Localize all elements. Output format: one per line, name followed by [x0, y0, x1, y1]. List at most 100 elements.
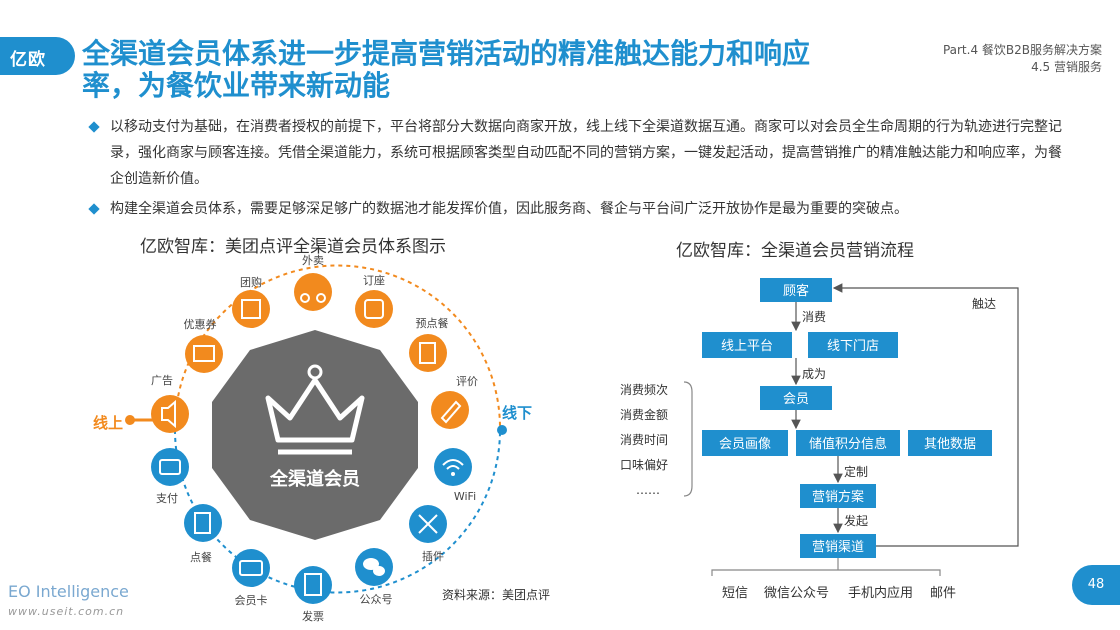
- attribute-item: 消费频次: [620, 383, 668, 397]
- node-wifi: WiFi: [434, 448, 476, 503]
- member-label: 会员: [783, 392, 809, 407]
- page-title: 全渠道会员体系进一步提高营销活动的精准触达能力和响应率，为餐饮业带来新动能: [82, 37, 811, 102]
- online-label: 线上: [93, 414, 123, 432]
- customer-box: [760, 278, 832, 302]
- offline-store-label: 线下门店: [827, 339, 879, 354]
- card-icon: [239, 560, 263, 576]
- other-box: [908, 430, 992, 456]
- node-reserve: 订座: [355, 273, 393, 328]
- section-label: 4.5 营销服务: [1031, 60, 1102, 74]
- phone-icon: [419, 342, 436, 364]
- online-arc: [174, 264, 501, 429]
- node-delivery: 外卖: [294, 254, 332, 311]
- crown-icon: [265, 364, 365, 455]
- node-label: 预点餐: [416, 316, 449, 330]
- bullet-item: 以移动支付为基础，在消费者授权的前提下，平台将部分大数据向商家开放，线上线下全渠…: [88, 114, 1068, 192]
- bullet-list: 以移动支付为基础，在消费者授权的前提下，平台将部分大数据向商家开放，线上线下全渠…: [88, 114, 1068, 222]
- node-plugin: 插件: [409, 505, 447, 563]
- node-payment: 支付: [151, 448, 189, 505]
- bullet-text: 以移动支付为基础，在消费者授权的前提下，平台将部分大数据向商家开放，线上线下全渠…: [110, 119, 1062, 187]
- edit-icon: [440, 400, 462, 424]
- node-label: 支付: [156, 492, 178, 505]
- node-label: 插件: [422, 549, 444, 563]
- page-number: 48: [1072, 565, 1120, 605]
- node-preorder: 预点餐: [409, 316, 449, 372]
- center-polygon: [212, 330, 418, 540]
- points-label: 储值积分信息: [809, 436, 887, 452]
- center-label: 全渠道会员: [269, 468, 360, 490]
- offline-dot: [497, 425, 507, 435]
- section-info: Part.4 餐饮B2B服务解决方案 4.5 营销服务: [943, 42, 1102, 76]
- channel-box: [800, 534, 876, 558]
- node-label: 优惠券: [184, 317, 217, 331]
- channel-label: 营销渠道: [812, 540, 864, 555]
- node-label: 外卖: [302, 254, 324, 267]
- seat-icon: [364, 299, 384, 319]
- brand-label: EO Intelligence: [8, 582, 129, 601]
- node-membercard: 会员卡: [232, 549, 270, 607]
- points-box: [796, 430, 900, 456]
- flow-diagram: 顾客 消费 线上平台 线下门店 成为 会员 消费频次 消费金额 消费时间 口味偏…: [620, 278, 1019, 601]
- define-label: 定制: [844, 464, 868, 479]
- profile-box: [702, 430, 788, 456]
- right-diagram-subtitle: 亿欧智库：全渠道会员营销流程: [676, 241, 914, 261]
- online-platform-box: [702, 332, 792, 358]
- attribute-item: 消费时间: [620, 433, 668, 447]
- become-label: 成为: [802, 367, 826, 381]
- node-label: 订座: [363, 273, 385, 287]
- online-platform-label: 线上平台: [721, 339, 773, 354]
- url-watermark: www.useit.com.cn: [8, 605, 125, 618]
- node-wechat: 公众号: [355, 548, 393, 606]
- reach-loop-arrow: [832, 283, 1019, 547]
- part-label: Part.4 餐饮B2B服务解决方案: [942, 43, 1102, 57]
- launch-label: 发起: [844, 513, 868, 528]
- channel-bracket: [711, 569, 941, 576]
- node-coupon: 优惠券: [184, 317, 223, 373]
- reach-label: 触达: [972, 297, 996, 311]
- order-icon: [194, 512, 211, 534]
- online-dot: [125, 415, 135, 425]
- node-groupbuy: 团购: [232, 275, 270, 328]
- wechat-icon: [363, 558, 379, 570]
- node-ad: 广告: [151, 374, 189, 433]
- bracket: [683, 381, 693, 497]
- attribute-item: 消费金额: [620, 407, 668, 422]
- node-label: 公众号: [360, 593, 393, 606]
- logo-text: 亿欧: [10, 50, 46, 70]
- groupbuy-icon: [241, 299, 261, 319]
- channel-item: 邮件: [930, 586, 956, 601]
- plan-box: [800, 484, 876, 508]
- node-invoice: 发票: [294, 566, 332, 623]
- bullet-item: 构建全渠道会员体系，需要足够深足够广的数据池才能发挥价值，因此服务商、餐企与平台…: [88, 196, 1068, 222]
- node-label: 团购: [240, 275, 262, 289]
- invoice-icon: [304, 573, 322, 596]
- attribute-item: 口味偏好: [620, 457, 668, 472]
- coupon-icon: [193, 345, 215, 362]
- node-review: 评价: [431, 375, 478, 429]
- consume-label: 消费: [802, 310, 826, 324]
- offline-arc: [174, 429, 501, 594]
- node-label: WiFi: [454, 490, 476, 503]
- channel-item: 微信公众号: [764, 586, 829, 601]
- node-label: 点餐: [190, 550, 212, 564]
- plan-label: 营销方案: [812, 489, 864, 505]
- tools-icon: [418, 514, 438, 534]
- scooter-icon: [300, 293, 310, 303]
- node-order: 点餐: [184, 504, 222, 564]
- node-label: 发票: [302, 609, 324, 623]
- source-note: 资料来源：美团点评: [442, 588, 551, 602]
- customer-label: 顾客: [783, 283, 809, 299]
- wifi-icon: [442, 459, 464, 470]
- profile-label: 会员画像: [719, 437, 771, 452]
- bullet-text: 构建全渠道会员体系，需要足够深足够广的数据池才能发挥价值，因此服务商、餐企与平台…: [110, 201, 908, 217]
- channel-item: 短信: [722, 586, 748, 601]
- channel-item: 手机内应用: [848, 585, 913, 601]
- logo: 亿欧: [0, 37, 75, 75]
- offline-label: 线下: [502, 404, 532, 422]
- node-label: 会员卡: [235, 594, 268, 607]
- offline-store-box: [808, 332, 898, 358]
- member-box: [760, 386, 832, 410]
- left-diagram-subtitle: 亿欧智库：美团点评全渠道会员体系图示: [140, 237, 446, 257]
- wallet-icon: [159, 459, 181, 475]
